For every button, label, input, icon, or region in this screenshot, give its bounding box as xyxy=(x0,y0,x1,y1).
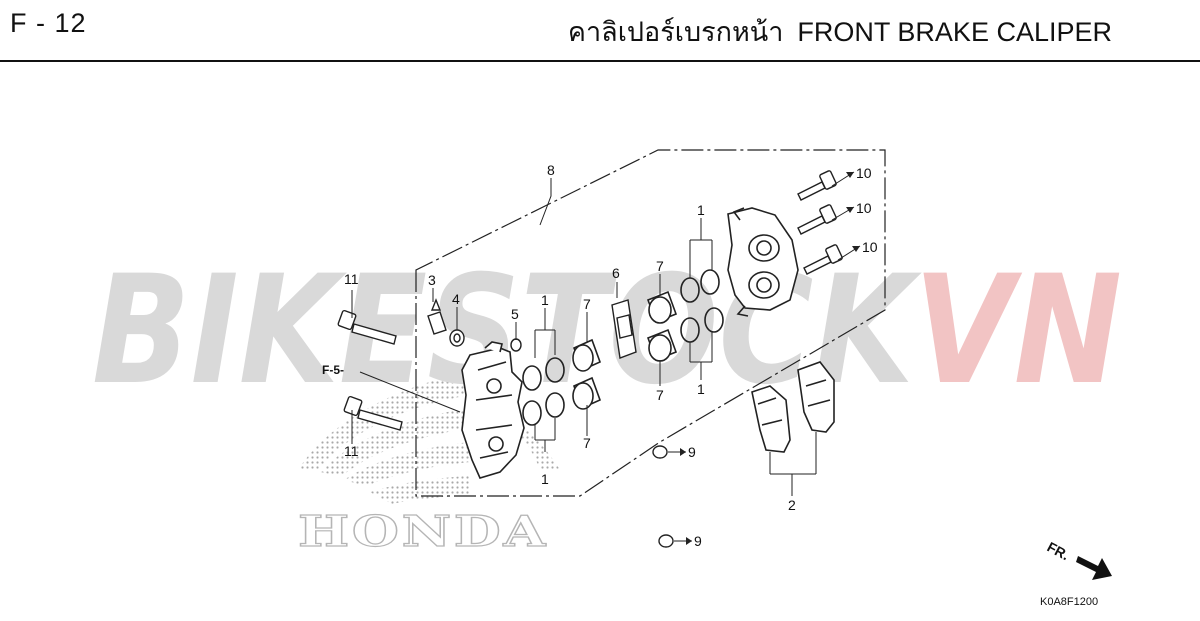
caliper-body-left xyxy=(461,341,525,479)
callout-8: 8 xyxy=(547,162,555,178)
bolt-11-a xyxy=(337,309,397,345)
bolt-11-b xyxy=(343,395,403,431)
callout-1-c: 1 xyxy=(697,202,705,218)
caliper-body-right xyxy=(727,207,799,317)
leader-lines xyxy=(351,171,861,542)
page-title: คาลิเปอร์เบรกหน้า FRONT BRAKE CALIPER xyxy=(568,10,1112,53)
callout-3: 3 xyxy=(428,272,436,288)
part-9-upper xyxy=(652,445,668,459)
svg-text:BIKESTOCKVN: BIKESTOCKVN xyxy=(92,244,1122,418)
callout-10-c: 10 xyxy=(862,239,878,255)
callout-4: 4 xyxy=(452,291,460,307)
page-code: F - 12 xyxy=(10,8,87,38)
front-direction-arrow xyxy=(1076,556,1112,580)
watermark-red: VN xyxy=(914,244,1122,418)
bleeder-cap-4 xyxy=(449,329,465,347)
callout-1-d: 1 xyxy=(697,381,705,397)
watermark: BIKESTOCKVN xyxy=(92,244,1122,418)
part-9-lower xyxy=(658,534,674,548)
seal-set-right xyxy=(680,269,724,343)
cross-reference-f5[interactable]: F-5- xyxy=(322,363,344,377)
seal-set-left xyxy=(522,357,565,426)
parts-diagram: HONDA BIKESTOCKVN xyxy=(92,149,1122,608)
callout-10-b: 10 xyxy=(856,200,872,216)
piston-right-upper xyxy=(646,290,678,324)
page-title-thai: คาลิเปอร์เบรกหน้า xyxy=(567,17,784,47)
callout-7-a: 7 xyxy=(583,296,591,312)
bleeder-screw-3 xyxy=(427,298,447,335)
brake-pad-a xyxy=(751,385,791,453)
piston-right-lower xyxy=(646,328,678,362)
callout-6: 6 xyxy=(612,265,620,281)
callout-7-c: 7 xyxy=(656,258,664,274)
callout-11-a: 11 xyxy=(344,271,359,287)
callout-5: 5 xyxy=(511,306,519,322)
callout-7-b: 7 xyxy=(583,435,591,451)
callout-7-d: 7 xyxy=(656,387,664,403)
piston-left-lower xyxy=(572,376,602,410)
leader-arrowheads xyxy=(680,172,860,545)
brake-pad-b xyxy=(797,361,835,433)
honda-wordmark: HONDA xyxy=(298,507,548,556)
callout-1-b: 1 xyxy=(541,471,549,487)
header-divider xyxy=(0,60,1200,62)
page-header: F - 12 คาลิเปอร์เบรกหน้า FRONT BRAKE CALI… xyxy=(0,0,1200,62)
callout-9-a: 9 xyxy=(688,444,696,460)
piston-left-upper xyxy=(572,338,602,372)
callout-9-b: 9 xyxy=(694,533,702,549)
bolt-10-c xyxy=(803,244,843,275)
assembly-outline xyxy=(415,149,886,497)
front-direction-marker: FR. xyxy=(1045,539,1112,580)
diagram-code: K0A8F1200 xyxy=(1040,596,1098,608)
callout-2: 2 xyxy=(788,497,796,513)
page-title-english: FRONT BRAKE CALIPER xyxy=(797,17,1112,47)
callout-1-a: 1 xyxy=(541,292,549,308)
front-direction-label: FR. xyxy=(1045,539,1072,564)
pad-spring-6 xyxy=(611,299,637,359)
callout-11-b: 11 xyxy=(344,443,359,459)
callout-10-a: 10 xyxy=(856,165,872,181)
cap-5 xyxy=(510,338,522,352)
bolt-10-b xyxy=(797,204,837,235)
bolt-10-a xyxy=(797,170,837,201)
